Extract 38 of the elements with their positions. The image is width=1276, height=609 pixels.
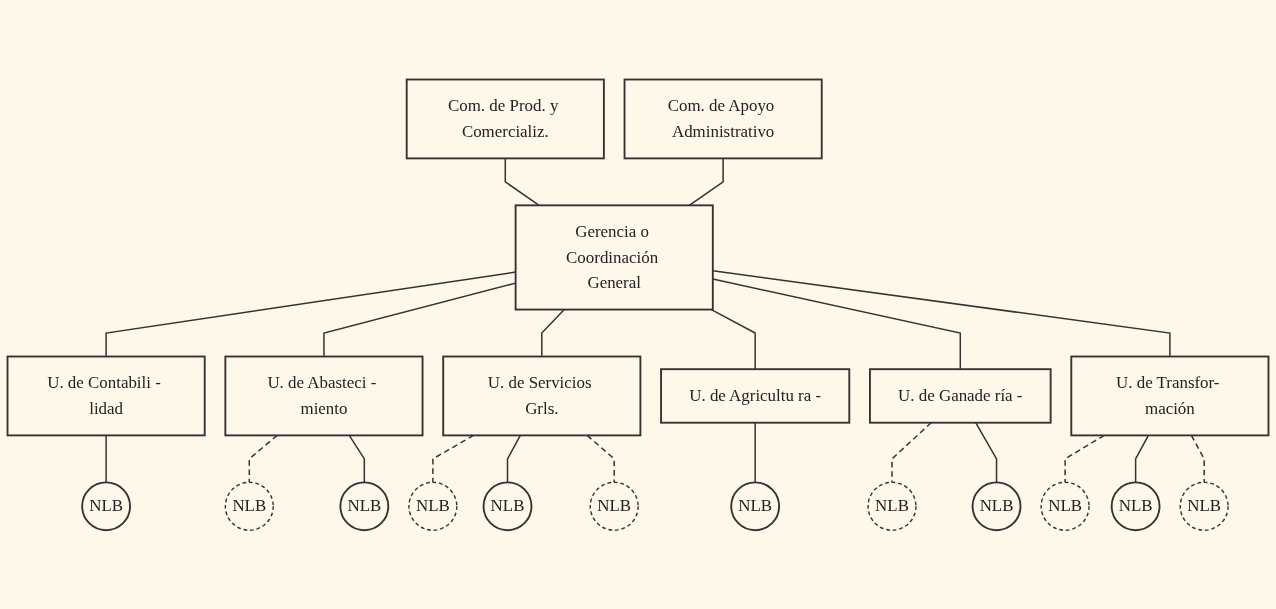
connector bbox=[248, 434, 278, 483]
node-circle: NLB bbox=[224, 481, 274, 531]
node-circle: NLB bbox=[408, 481, 458, 531]
connector bbox=[754, 421, 756, 483]
connector bbox=[506, 434, 522, 483]
node-box: U. de Transfor- mación bbox=[1070, 355, 1270, 436]
connector bbox=[541, 308, 566, 357]
node-circle: NLB bbox=[971, 481, 1022, 531]
node-box: Com. de Prod. y Comercializ. bbox=[405, 78, 605, 159]
node-circle: NLB bbox=[1179, 481, 1229, 531]
connector bbox=[974, 421, 998, 483]
connector bbox=[348, 434, 366, 483]
node-box: U. de Servicios Grls. bbox=[442, 355, 642, 436]
node-circle: NLB bbox=[482, 481, 533, 531]
connector bbox=[891, 421, 932, 483]
node-box: U. de Contabili - lidad bbox=[6, 355, 206, 436]
node-box: Gerencia o Coordinación General bbox=[514, 204, 714, 311]
node-circle: NLB bbox=[589, 481, 639, 531]
connector bbox=[712, 269, 1171, 357]
node-box: U. de Abasteci - miento bbox=[224, 355, 424, 436]
node-circle: NLB bbox=[81, 481, 131, 531]
node-circle: NLB bbox=[1040, 481, 1090, 531]
node-circle: NLB bbox=[730, 481, 781, 531]
connector bbox=[688, 157, 724, 206]
connector bbox=[432, 434, 475, 483]
connector bbox=[105, 434, 107, 483]
connector bbox=[1134, 434, 1150, 483]
connector bbox=[1190, 434, 1205, 483]
node-circle: NLB bbox=[867, 481, 917, 531]
connector bbox=[586, 434, 615, 483]
node-box: U. de Ganade ría - bbox=[869, 367, 1052, 424]
connector bbox=[504, 157, 540, 206]
connector bbox=[712, 277, 962, 370]
node-circle: NLB bbox=[339, 481, 390, 531]
node-circle: NLB bbox=[1110, 481, 1161, 531]
connector bbox=[1064, 434, 1105, 483]
node-box: U. de Agricultu ra - bbox=[660, 367, 851, 424]
node-box: Com. de Apoyo Administrativo bbox=[623, 78, 823, 159]
